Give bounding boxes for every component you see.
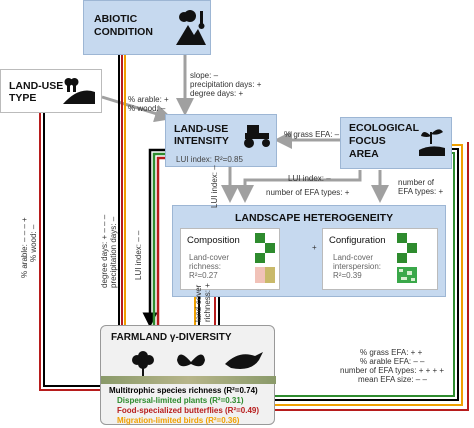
label-degree: degree days: + — [190, 89, 244, 98]
label-wood: % wood: – — [128, 104, 166, 113]
configuration-grid-icon — [397, 233, 417, 283]
landuse-type-title-2: TYPE — [9, 92, 37, 104]
landuse-to-intensity-arrow — [101, 95, 173, 123]
configuration-sub3: R²=0.39 — [333, 271, 362, 280]
landuse-intensity-box: LAND-USE INTENSITY LUI index: R²=0.85 — [165, 114, 277, 167]
landuse-type-box: LAND-USE TYPE — [0, 69, 102, 113]
label-richness-vertical: richness: + — [203, 283, 212, 322]
label-landcover-vertical: land-cover — [194, 284, 203, 322]
configuration-box: Configuration Land-cover interspersion: … — [322, 228, 438, 290]
efa-to-heterogeneity-arrow — [236, 170, 362, 203]
abiotic-title-1: ABIOTIC — [94, 13, 138, 25]
label-right-types: number of EFA types: + + + + — [340, 366, 445, 375]
efa-title-2: FOCUS — [349, 135, 386, 147]
plants-text: Dispersal-limited plants (R²=0.31) — [117, 396, 244, 405]
label-left-arable: % arable: – – – + — [20, 217, 29, 278]
label-right-arable: % arable EFA: – – — [360, 357, 425, 366]
label-efa-types: number of EFA types: + — [266, 188, 350, 197]
field-icon — [63, 78, 95, 104]
tractor-icon — [244, 125, 270, 148]
label-right-size: mean EFA size: – – — [358, 375, 427, 384]
label-lui-vertical: LUI index: – — [210, 165, 219, 208]
multitrophic-text: Multitrophic species richness (R²=0.74) — [109, 386, 258, 395]
efa-box: ECOLOGICAL FOCUS AREA — [340, 117, 452, 169]
composition-sub3: R²=0.27 — [189, 271, 218, 280]
diversity-box: FARMLAND γ-DIVERSITY Multitrophic specie… — [100, 325, 276, 425]
composition-grid-icon — [255, 233, 275, 283]
abiotic-condition-box: ABIOTIC CONDITION — [83, 0, 211, 55]
flower-icon — [132, 351, 154, 376]
label-left-wood: % wood: – — [29, 224, 38, 262]
mountain-weather-icon — [176, 10, 206, 45]
composition-box: Composition Land-cover richness: R²=0.27 — [180, 228, 280, 290]
label-grass-efa: % grass EFA: – — [284, 130, 340, 139]
abiotic-title-2: CONDITION — [94, 26, 153, 38]
label-slope: slope: – — [190, 71, 219, 80]
landscape-strip — [101, 376, 276, 384]
landuse-type-title-1: LAND-USE — [9, 80, 64, 92]
intensity-title-1: LAND-USE — [174, 123, 229, 135]
bird-icon — [225, 352, 263, 369]
configuration-sub1: Land-cover — [333, 253, 374, 262]
label-precip: precipitation days: + — [190, 80, 262, 89]
label-left-lui: LUI index: – – — [134, 230, 143, 280]
label-lui-index: LUI index: – — [288, 174, 331, 183]
heterogeneity-title: LANDSCAPE HETEROGENEITY — [235, 212, 394, 224]
label-efa-types-right-2: EFA types: + — [398, 187, 444, 196]
composition-title: Composition — [187, 235, 240, 246]
label-right-grass: % grass EFA: + + — [360, 348, 423, 357]
lui-r2: LUI index: R²=0.85 — [176, 155, 243, 164]
butterfly-icon — [177, 354, 205, 367]
efa-title-3: AREA — [349, 148, 379, 160]
diversity-title: FARMLAND γ-DIVERSITY — [111, 332, 232, 343]
label-left-precip: precipitation days: – — [109, 216, 118, 288]
birds-text: Migration-limited birds (R²=0.36) — [117, 416, 240, 425]
label-efa-types-right-1: number of — [398, 178, 435, 187]
label-arable: % arable: + — [128, 95, 169, 104]
label-plus: + — [312, 243, 317, 252]
label-left-degree: degree days: + – – – — [100, 214, 109, 288]
efa-title-1: ECOLOGICAL — [349, 122, 419, 134]
intensity-title-2: INTENSITY — [174, 135, 229, 147]
butterflies-text: Food-specialized butterflies (R²=0.49) — [117, 406, 260, 415]
hand-plant-icon — [419, 129, 445, 156]
composition-sub2: richness: — [189, 262, 222, 271]
configuration-title: Configuration — [329, 235, 386, 246]
species-icons — [132, 351, 263, 376]
composition-sub1: Land-cover — [189, 253, 230, 262]
configuration-sub2: interspersion: — [333, 262, 382, 271]
